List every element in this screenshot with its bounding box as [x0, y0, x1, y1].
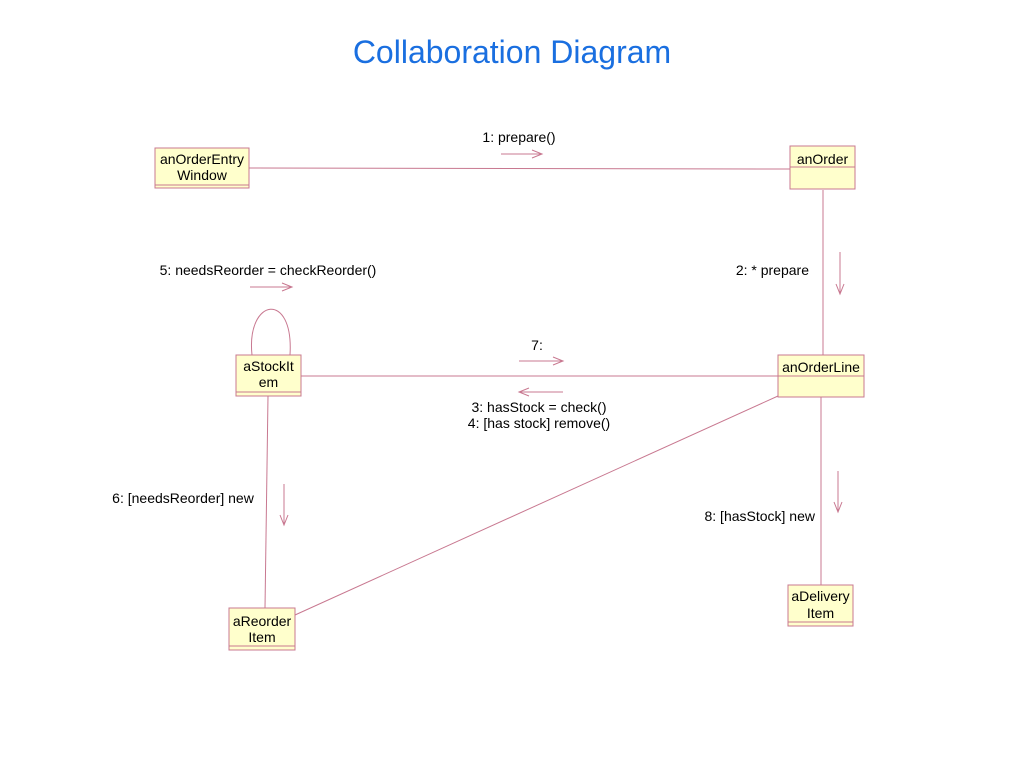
- object-order-entry-window[interactable]: anOrderEntry Window: [154, 147, 250, 189]
- message-label-4: 4: [has stock] remove(): [468, 415, 610, 431]
- object-label: anOrderEntry: [160, 151, 244, 167]
- message-label-3: 3: hasStock = check(): [471, 399, 606, 415]
- object-label: Window: [177, 167, 228, 183]
- object-label: Item: [807, 605, 834, 621]
- arrow-right-icon: [250, 282, 294, 292]
- object-label: aStockIt: [243, 358, 294, 374]
- object-label: em: [259, 374, 278, 390]
- object-label: aReorder: [233, 613, 292, 629]
- object-label: Item: [248, 629, 275, 645]
- arrow-down-icon: [833, 471, 843, 514]
- message-label-8: 8: [hasStock] new: [704, 508, 815, 524]
- link-orderline-reorderitem: [294, 395, 779, 616]
- arrow-down-icon: [279, 484, 289, 527]
- object-stock-item[interactable]: aStockIt em: [235, 354, 302, 397]
- object-delivery-item[interactable]: aDelivery Item: [787, 584, 854, 627]
- message-label-2: 2: * prepare: [736, 262, 809, 278]
- message-label-6: 6: [needsReorder] new: [112, 490, 255, 506]
- arrow-left-icon: [517, 387, 563, 397]
- page-title: Collaboration Diagram: [352, 34, 672, 70]
- link-stockitem-reorderitem: [264, 395, 269, 609]
- message-label-1: 1: prepare(): [482, 129, 555, 145]
- object-order-line[interactable]: anOrderLine: [777, 354, 865, 398]
- object-label: anOrder: [797, 151, 849, 167]
- arrow-down-icon: [835, 252, 845, 296]
- arrow-right-icon: [519, 356, 565, 366]
- object-label: aDelivery: [791, 588, 849, 604]
- link-window-order: [248, 167, 791, 170]
- message-label-7: 7:: [531, 337, 543, 353]
- self-link-stockitem: [251, 308, 291, 356]
- object-order[interactable]: anOrder: [789, 145, 856, 190]
- message-label-5: 5: needsReorder = checkReorder(): [160, 262, 377, 278]
- object-label: anOrderLine: [782, 359, 860, 375]
- arrow-right-icon: [501, 149, 544, 159]
- object-reorder-item[interactable]: aReorder Item: [228, 607, 296, 651]
